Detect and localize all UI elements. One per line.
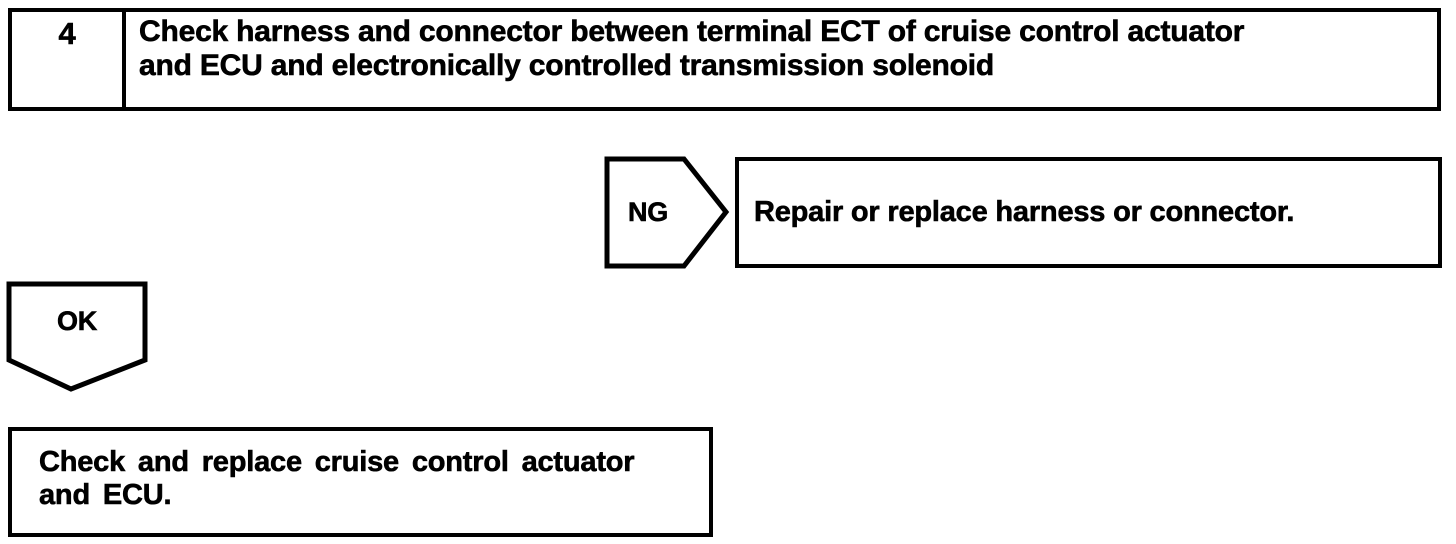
ok-connector-shape: OK xyxy=(6,281,148,393)
step-number: 4 xyxy=(12,12,126,107)
ng-label: NG xyxy=(627,197,669,228)
step-instruction-line-1: Check harness and connector between term… xyxy=(139,15,1245,49)
ok-action-line-1: Check and replace cruise control actuato… xyxy=(39,446,635,479)
ok-action-line-2: and ECU. xyxy=(39,479,172,512)
down-arrow-pentagon-icon xyxy=(6,281,148,392)
ok-label: OK xyxy=(56,305,98,336)
step-instruction: Check harness and connector between term… xyxy=(126,12,1437,107)
ng-action-text: Repair or replace harness or connector. xyxy=(754,196,1295,229)
step-box: 4 Check harness and connector between te… xyxy=(8,8,1441,111)
ng-connector-shape: NG xyxy=(604,156,730,269)
right-arrow-pentagon-icon xyxy=(604,156,730,269)
ok-action-box: Check and replace cruise control actuato… xyxy=(8,427,713,537)
ng-action-box: Repair or replace harness or connector. xyxy=(735,157,1442,268)
step-instruction-line-2: and ECU and electronically controlled tr… xyxy=(139,49,995,83)
